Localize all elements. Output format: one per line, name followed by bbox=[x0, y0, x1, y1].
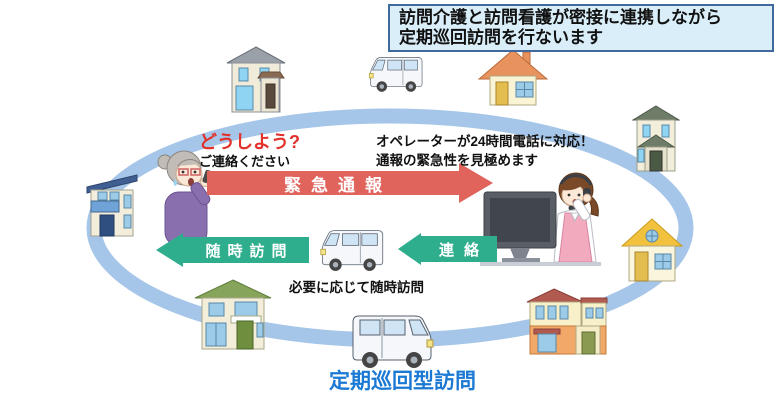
contact-arrow-label: 連絡 bbox=[438, 241, 489, 259]
house-gray-roof-icon bbox=[226, 46, 286, 113]
care-van-middle-icon bbox=[320, 230, 384, 271]
operator-note-line1: オペレーターが24時間電話に対応！ bbox=[376, 134, 594, 149]
house-modern-blue-icon bbox=[86, 174, 138, 237]
call-center-operator-icon bbox=[480, 172, 601, 266]
operator-note-line2: 通報の緊急性を見極めます bbox=[376, 153, 538, 168]
care-van-bottom-icon bbox=[352, 315, 434, 368]
house-two-tone-icon bbox=[526, 288, 608, 355]
arrow-right-head bbox=[459, 163, 493, 203]
house-yellow-roof-icon bbox=[621, 218, 683, 282]
caller-headline: どうしよう? bbox=[199, 132, 300, 152]
care-van-top-icon bbox=[368, 57, 423, 92]
caller-request: ご連絡ください bbox=[199, 154, 291, 169]
bottom-title: 定期巡回型訪問 bbox=[329, 370, 476, 393]
visit-arrow-label: 随時訪問 bbox=[205, 242, 294, 260]
on-demand-visit-arrow: 随時訪問 bbox=[156, 233, 309, 267]
title-box: 訪問介護と訪問看護が密接に連携しながら 定期巡回訪問を行ないます bbox=[388, 4, 774, 52]
emergency-report-arrow: 緊急通報 bbox=[207, 163, 493, 203]
title-line2: 定期巡回訪問を行ないます bbox=[399, 28, 603, 47]
house-green-roof-icon bbox=[194, 279, 272, 350]
title-line1: 訪問介護と訪問看護が密接に連携しながら bbox=[399, 8, 722, 27]
operator-note: オペレーターが24時間電話に対応！ 通報の緊急性を見極めます bbox=[376, 132, 594, 170]
contact-arrow: 連絡 bbox=[398, 233, 497, 265]
house-olive-roof-icon bbox=[632, 105, 680, 172]
emergency-arrow-label: 緊急通報 bbox=[284, 175, 392, 195]
house-orange-roof-icon bbox=[478, 49, 548, 106]
arrow-left-head bbox=[398, 233, 421, 265]
visit-note: 必要に応じて随時訪問 bbox=[289, 280, 424, 295]
arrow-left-head bbox=[156, 233, 183, 267]
